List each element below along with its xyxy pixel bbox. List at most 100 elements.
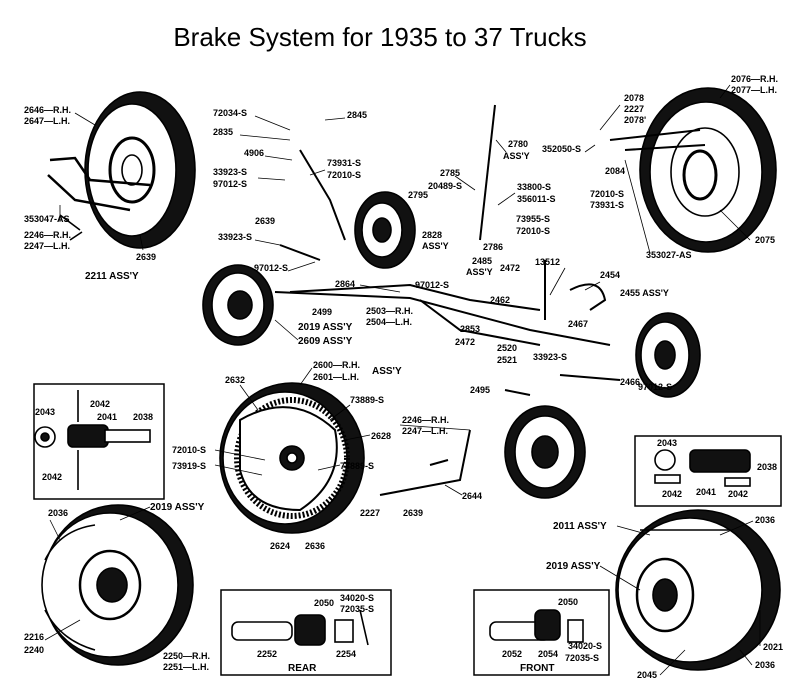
label: 2835 [213, 127, 233, 137]
label: 2462 [490, 295, 510, 305]
label: 2252 [257, 649, 277, 659]
label: 33800-S [517, 182, 551, 192]
label: 2216 [24, 632, 44, 642]
label: 2246—R.H. [402, 415, 449, 425]
label: 2227 [360, 508, 380, 518]
inset-box-front-cylinder [634, 435, 782, 507]
label: 2041 [696, 487, 716, 497]
label: ASS'Y [372, 366, 402, 377]
label: 13512 [535, 257, 560, 267]
backing-plate-mid-left [202, 264, 274, 346]
label: 2227 [624, 104, 644, 114]
label: 353027-AS [646, 250, 692, 260]
diagram-title: Brake System for 1935 to 37 Trucks [173, 22, 587, 52]
label: 2019 ASS'Y [298, 322, 353, 333]
label: 2042 [728, 489, 748, 499]
label: 2504—L.H. [366, 317, 412, 327]
label: 2050 [558, 597, 578, 607]
label: 2609 ASS'Y [298, 336, 353, 347]
brake-drum-lower-center [504, 405, 586, 499]
label: 356011-S [517, 194, 556, 204]
label: 2601—L.H. [313, 372, 359, 382]
label: 2019 ASS'Y [150, 502, 205, 513]
label: FRONT [520, 663, 554, 674]
small-drum [354, 191, 416, 269]
label: 4906 [244, 148, 264, 158]
label: 72010-S [172, 445, 206, 455]
label: 2785 [440, 168, 460, 178]
label: 72010-S [327, 170, 361, 180]
label: 33923-S [218, 232, 252, 242]
label: 2521 [497, 355, 517, 365]
label: 2600—R.H. [313, 360, 360, 370]
label: 2495 [470, 385, 490, 395]
label: 2050 [314, 598, 334, 608]
label: 97012-S [415, 280, 449, 290]
inset-box-rear-hub [220, 589, 392, 676]
label: REAR [288, 663, 317, 674]
label: 73889-S [350, 395, 384, 405]
label: 2045 [637, 670, 657, 680]
label: 2251—L.H. [163, 662, 209, 672]
label: 2075 [755, 235, 775, 245]
label: 2240 [24, 645, 44, 655]
label: 33923-S [533, 352, 567, 362]
label: 73931-S [590, 200, 624, 210]
front-hub-parts [489, 609, 584, 643]
label: 2211 ASS'Y [85, 271, 139, 282]
inset-box-front-hub [473, 589, 610, 676]
label: 2247—L.H. [402, 426, 448, 436]
label: 2042 [42, 472, 62, 482]
label: 2036 [755, 515, 775, 525]
label: ASS'Y [503, 151, 530, 161]
label: 2780 [508, 139, 528, 149]
label: 2043 [35, 407, 55, 417]
label: 34020-S [568, 641, 602, 651]
label: 2864 [335, 279, 355, 289]
front-wheel-cylinder [654, 449, 751, 487]
label: 2078 [624, 93, 644, 103]
label: 2467 [568, 319, 588, 329]
linkage-rods [274, 104, 621, 496]
label: 2454 [600, 270, 620, 280]
label: 2021 [763, 642, 783, 652]
label: 2628 [371, 431, 391, 441]
label: 73931-S [327, 158, 361, 168]
label: 2466 [620, 377, 640, 387]
label: 2247—L.H. [24, 241, 70, 251]
label: 72010-S [590, 189, 624, 199]
backing-plate-mid-right [635, 312, 701, 398]
label: 73889-S [340, 461, 374, 471]
label: 97012-S [213, 179, 247, 189]
label: 2639 [403, 508, 423, 518]
label: 97012-S [638, 382, 672, 392]
label: 352050-S [542, 144, 581, 154]
label: 2054 [538, 649, 558, 659]
brake-drum-center [219, 382, 365, 534]
inset-box-rear-cylinder [33, 383, 165, 500]
label: 2077—L.H. [731, 85, 777, 95]
label: 2041 [97, 412, 117, 422]
label: 2472 [455, 337, 475, 347]
label: 72034-S [213, 108, 247, 118]
rear-hub-parts [231, 609, 369, 646]
label: 2038 [757, 462, 777, 472]
label: 72035-S [340, 604, 374, 614]
label: ASS'Y [422, 241, 449, 251]
label: 2078' [624, 115, 646, 125]
label: 2632 [225, 375, 245, 385]
label: 73919-S [172, 461, 206, 471]
label: 2786 [483, 242, 503, 252]
rear-brake-assembly [41, 504, 194, 666]
label: 72035-S [565, 653, 599, 663]
label: 2828 [422, 230, 442, 240]
label: 2036 [755, 660, 775, 670]
leader-lines [44, 84, 761, 676]
label: 2455 ASS'Y [620, 288, 669, 298]
label: 72010-S [516, 226, 550, 236]
label: 2520 [497, 343, 517, 353]
rear-wheel-cylinder [34, 390, 151, 490]
label: 2052 [502, 649, 522, 659]
